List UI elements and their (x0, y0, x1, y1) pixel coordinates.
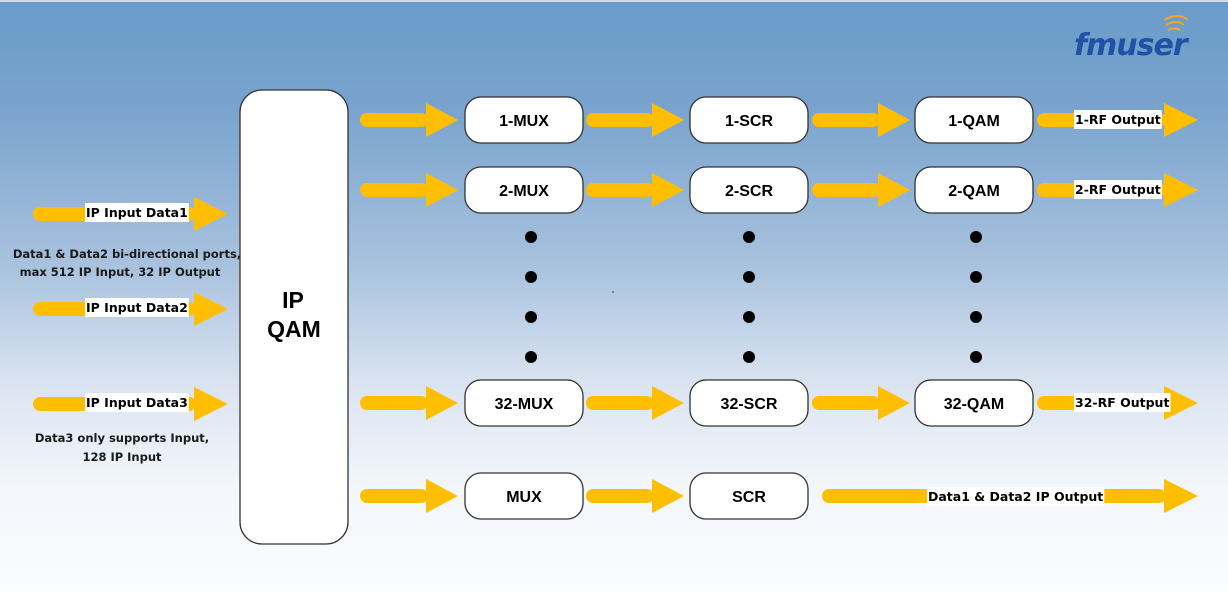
qam-box-1-label: 1-QAM (948, 113, 1000, 130)
arrow-scr-to-qam-32 (812, 386, 910, 420)
scr-box-32[interactable]: 32-SCR (689, 379, 809, 427)
ellipsis-dot (743, 351, 755, 363)
ellipsis-dot (743, 311, 755, 323)
ellipsis-dot (743, 231, 755, 243)
ip-scr-box[interactable]: SCR (689, 472, 809, 520)
ip-output-label: Data1 & Data2 IP Output (927, 487, 1105, 506)
arrow-core-to-mux-1 (360, 103, 458, 137)
arrow-core-to-mux-2 (360, 173, 458, 207)
mux-box-32-label: 32-MUX (495, 396, 554, 413)
ellipsis-dot (525, 351, 537, 363)
input-label-data1: IP Input Data1 (85, 203, 189, 222)
rf-output-label-1: 1-RF Output (1074, 110, 1162, 129)
ip-output-label-bg (927, 487, 1105, 506)
scr-box-32-label: 32-SCR (721, 396, 778, 413)
ip-qam-block[interactable]: IP QAM (239, 89, 349, 545)
input-label-data3-bg (85, 393, 189, 412)
ip-qam-label-line2: QAM (267, 316, 321, 342)
input-label-data3: IP Input Data3 (85, 393, 189, 412)
data12-note-line2: max 512 IP Input, 32 IP Output (20, 265, 221, 279)
scr-box-2[interactable]: 2-SCR (689, 166, 809, 214)
qam-box-32[interactable]: 32-QAM (914, 379, 1034, 427)
channel-row-32: 32-MUX 32-SCR 32-QAM 32-RF Output (360, 379, 1198, 427)
data3-note-line2: 128 IP Input (82, 450, 162, 464)
rf-output-label-1-text: 1-RF Output (1075, 112, 1161, 127)
input-label-data3-text: IP Input Data3 (86, 395, 188, 410)
ip-scr-box-label: SCR (732, 489, 766, 506)
arrow-ip-mux-to-scr (586, 479, 684, 513)
data12-note-line1: Data1 & Data2 bi-directional ports, (13, 247, 241, 261)
ip-mux-box-label: MUX (506, 489, 542, 506)
mux-box-1[interactable]: 1-MUX (464, 96, 584, 144)
rf-output-label-2: 2-RF Output (1074, 180, 1162, 199)
ip-output-label-text: Data1 & Data2 IP Output (928, 489, 1103, 504)
ellipsis-column-2 (743, 231, 755, 363)
scr-box-2-label: 2-SCR (725, 183, 773, 200)
ellipsis-dot (525, 271, 537, 283)
ellipsis-dot (525, 311, 537, 323)
ellipsis-dot (970, 231, 982, 243)
logo-text: fmuser (1074, 28, 1190, 63)
input-label-data1-bg (85, 203, 189, 222)
mux-box-2[interactable]: 2-MUX (464, 166, 584, 214)
scr-box-1[interactable]: 1-SCR (689, 96, 809, 144)
input-label-data2-text: IP Input Data2 (86, 300, 188, 315)
qam-box-2[interactable]: 2-QAM (914, 166, 1034, 214)
mux-box-32[interactable]: 32-MUX (464, 379, 584, 427)
ellipsis-column-3 (970, 231, 982, 363)
ellipsis-dot (525, 231, 537, 243)
stray-mark (612, 291, 614, 293)
mux-box-2-label: 2-MUX (499, 183, 549, 200)
ellipsis-dot (970, 271, 982, 283)
arrow-mux-to-scr-32 (586, 386, 684, 420)
arrow-scr-to-qam-2 (812, 173, 910, 207)
channel-row-1: 1-MUX 1-SCR 1-QAM 1-RF Output (360, 96, 1198, 144)
arrow-scr-to-qam-1 (812, 103, 910, 137)
ip-output-row: MUX SCR Data1 & Data2 IP Output (360, 472, 1198, 520)
fmuser-logo: fmuser (1074, 15, 1191, 63)
arrow-mux-to-scr-2 (586, 173, 684, 207)
arrow-core-to-mux-32 (360, 386, 458, 420)
ellipsis-dot (970, 351, 982, 363)
input-label-data2-bg (85, 298, 189, 317)
ip-qam-label-line1: IP (282, 287, 304, 313)
mux-box-1-label: 1-MUX (499, 113, 549, 130)
rf-output-label-1-bg (1074, 110, 1162, 129)
rf-output-label-32-text: 32-RF Output (1075, 395, 1169, 410)
rf-output-label-2-bg (1074, 180, 1162, 199)
rf-output-label-2-text: 2-RF Output (1075, 182, 1161, 197)
rf-output-label-32: 32-RF Output (1074, 393, 1171, 412)
arrow-core-to-ip-mux (360, 479, 458, 513)
ellipsis-dot (743, 271, 755, 283)
qam-box-2-label: 2-QAM (948, 183, 1000, 200)
qam-box-32-label: 32-QAM (944, 396, 1004, 413)
ip-mux-box[interactable]: MUX (464, 472, 584, 520)
ellipsis-dot (970, 311, 982, 323)
ellipsis-column-1 (525, 231, 537, 363)
qam-box-1[interactable]: 1-QAM (914, 96, 1034, 144)
data3-note-line1: Data3 only supports Input, (35, 431, 209, 445)
input-label-data1-text: IP Input Data1 (86, 205, 188, 220)
scr-box-1-label: 1-SCR (725, 113, 773, 130)
arrow-mux-to-scr-1 (586, 103, 684, 137)
input-label-data2: IP Input Data2 (85, 298, 189, 317)
signal-waves-icon (1163, 15, 1189, 31)
top-border (0, 0, 1228, 2)
rf-output-label-32-bg (1074, 393, 1171, 412)
channel-row-2: 2-MUX 2-SCR 2-QAM 2-RF Output (360, 166, 1198, 214)
